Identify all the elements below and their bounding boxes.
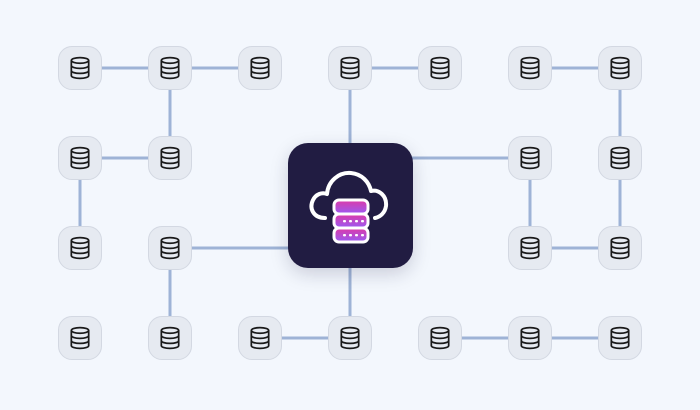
database-node [508,136,552,180]
database-node [328,316,372,360]
database-icon [67,145,93,171]
database-icon [157,145,183,171]
database-icon [517,145,543,171]
database-icon [247,325,273,351]
database-icon [337,55,363,81]
database-node [598,136,642,180]
database-node [148,226,192,270]
database-icon [157,325,183,351]
database-icon [157,55,183,81]
database-node [418,316,462,360]
database-icon [607,235,633,261]
database-icon [337,325,363,351]
database-node [508,46,552,90]
database-node [148,136,192,180]
database-node [598,226,642,270]
database-icon [67,55,93,81]
database-node [148,316,192,360]
database-node [238,316,282,360]
database-node [418,46,462,90]
database-icon [517,55,543,81]
database-node [148,46,192,90]
database-icon [67,325,93,351]
database-node [58,46,102,90]
database-icon [427,325,453,351]
database-icon [427,55,453,81]
database-icon [247,55,273,81]
database-node [508,316,552,360]
database-icon [607,145,633,171]
database-node [598,46,642,90]
cloud-database-hub [288,143,413,268]
database-node [508,226,552,270]
database-icon [607,325,633,351]
database-icon [157,235,183,261]
cloud-database-icon [309,170,388,243]
database-icon [517,235,543,261]
database-icon [517,325,543,351]
database-node [58,226,102,270]
database-icon [607,55,633,81]
database-node [58,136,102,180]
database-node [58,316,102,360]
database-node [598,316,642,360]
database-icon [67,235,93,261]
database-node [328,46,372,90]
database-node [238,46,282,90]
